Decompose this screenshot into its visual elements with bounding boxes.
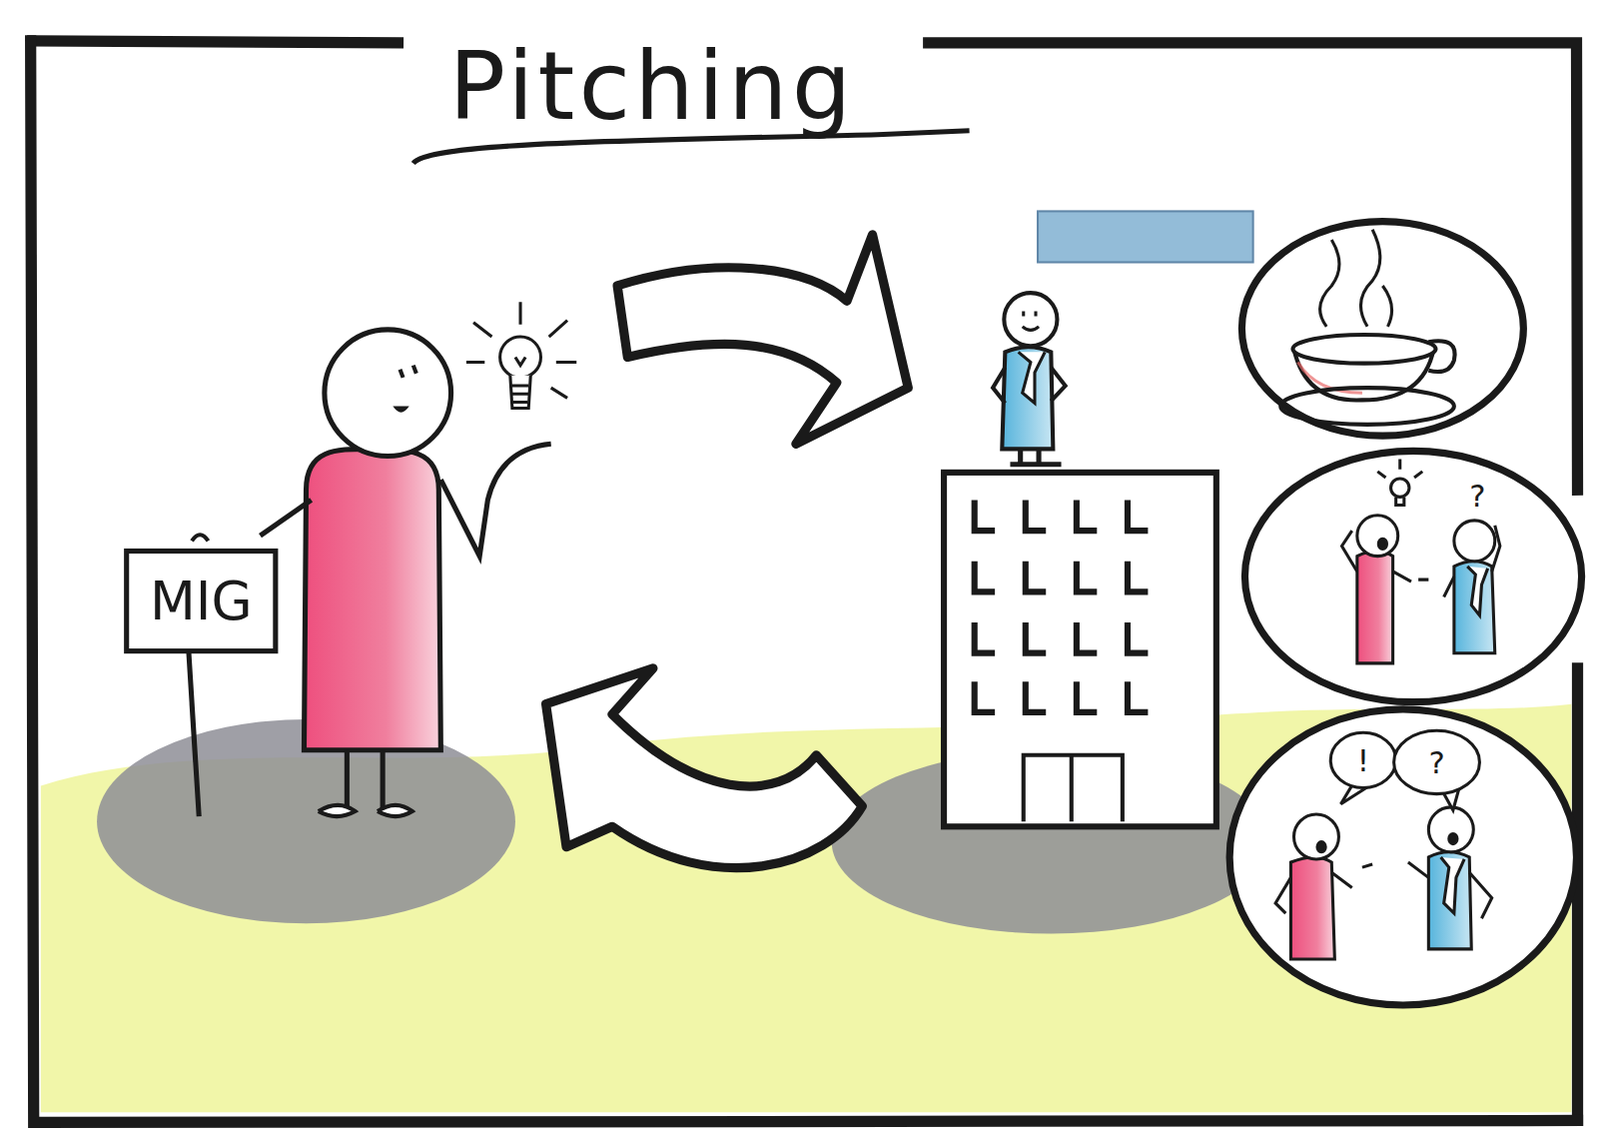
scene-circle: [1241, 221, 1524, 436]
meeting-figures: [1342, 459, 1501, 664]
speech-bubble: ?: [1390, 724, 1485, 812]
coffee-cup: [1280, 229, 1455, 425]
node-text: ?: [1428, 744, 1445, 781]
blue-placeholder: [1037, 210, 1254, 262]
node-text: MIG: [149, 570, 253, 632]
speech-bubble: !: [1326, 726, 1401, 806]
title: Pitching: [449, 32, 856, 142]
sign-hook: [191, 534, 208, 541]
lightbulb: [466, 301, 577, 408]
sign-board: MIG: [124, 548, 278, 653]
bubble-outline: [1330, 732, 1396, 788]
curved-arrow: [546, 668, 863, 868]
sign-pole: [188, 653, 199, 816]
bubble-outline: [1394, 730, 1481, 794]
scene-circle: [1244, 450, 1582, 702]
question-mark: ?: [1469, 477, 1486, 514]
dialogue-figures: [1275, 806, 1493, 959]
node-text: !: [1357, 742, 1370, 779]
sign-border: [126, 551, 276, 652]
scene-circle: [1229, 709, 1577, 1005]
executive-figure: [992, 292, 1066, 465]
office-building: [943, 472, 1217, 826]
curved-arrow: [617, 234, 908, 444]
presenter-figure: [260, 329, 552, 816]
